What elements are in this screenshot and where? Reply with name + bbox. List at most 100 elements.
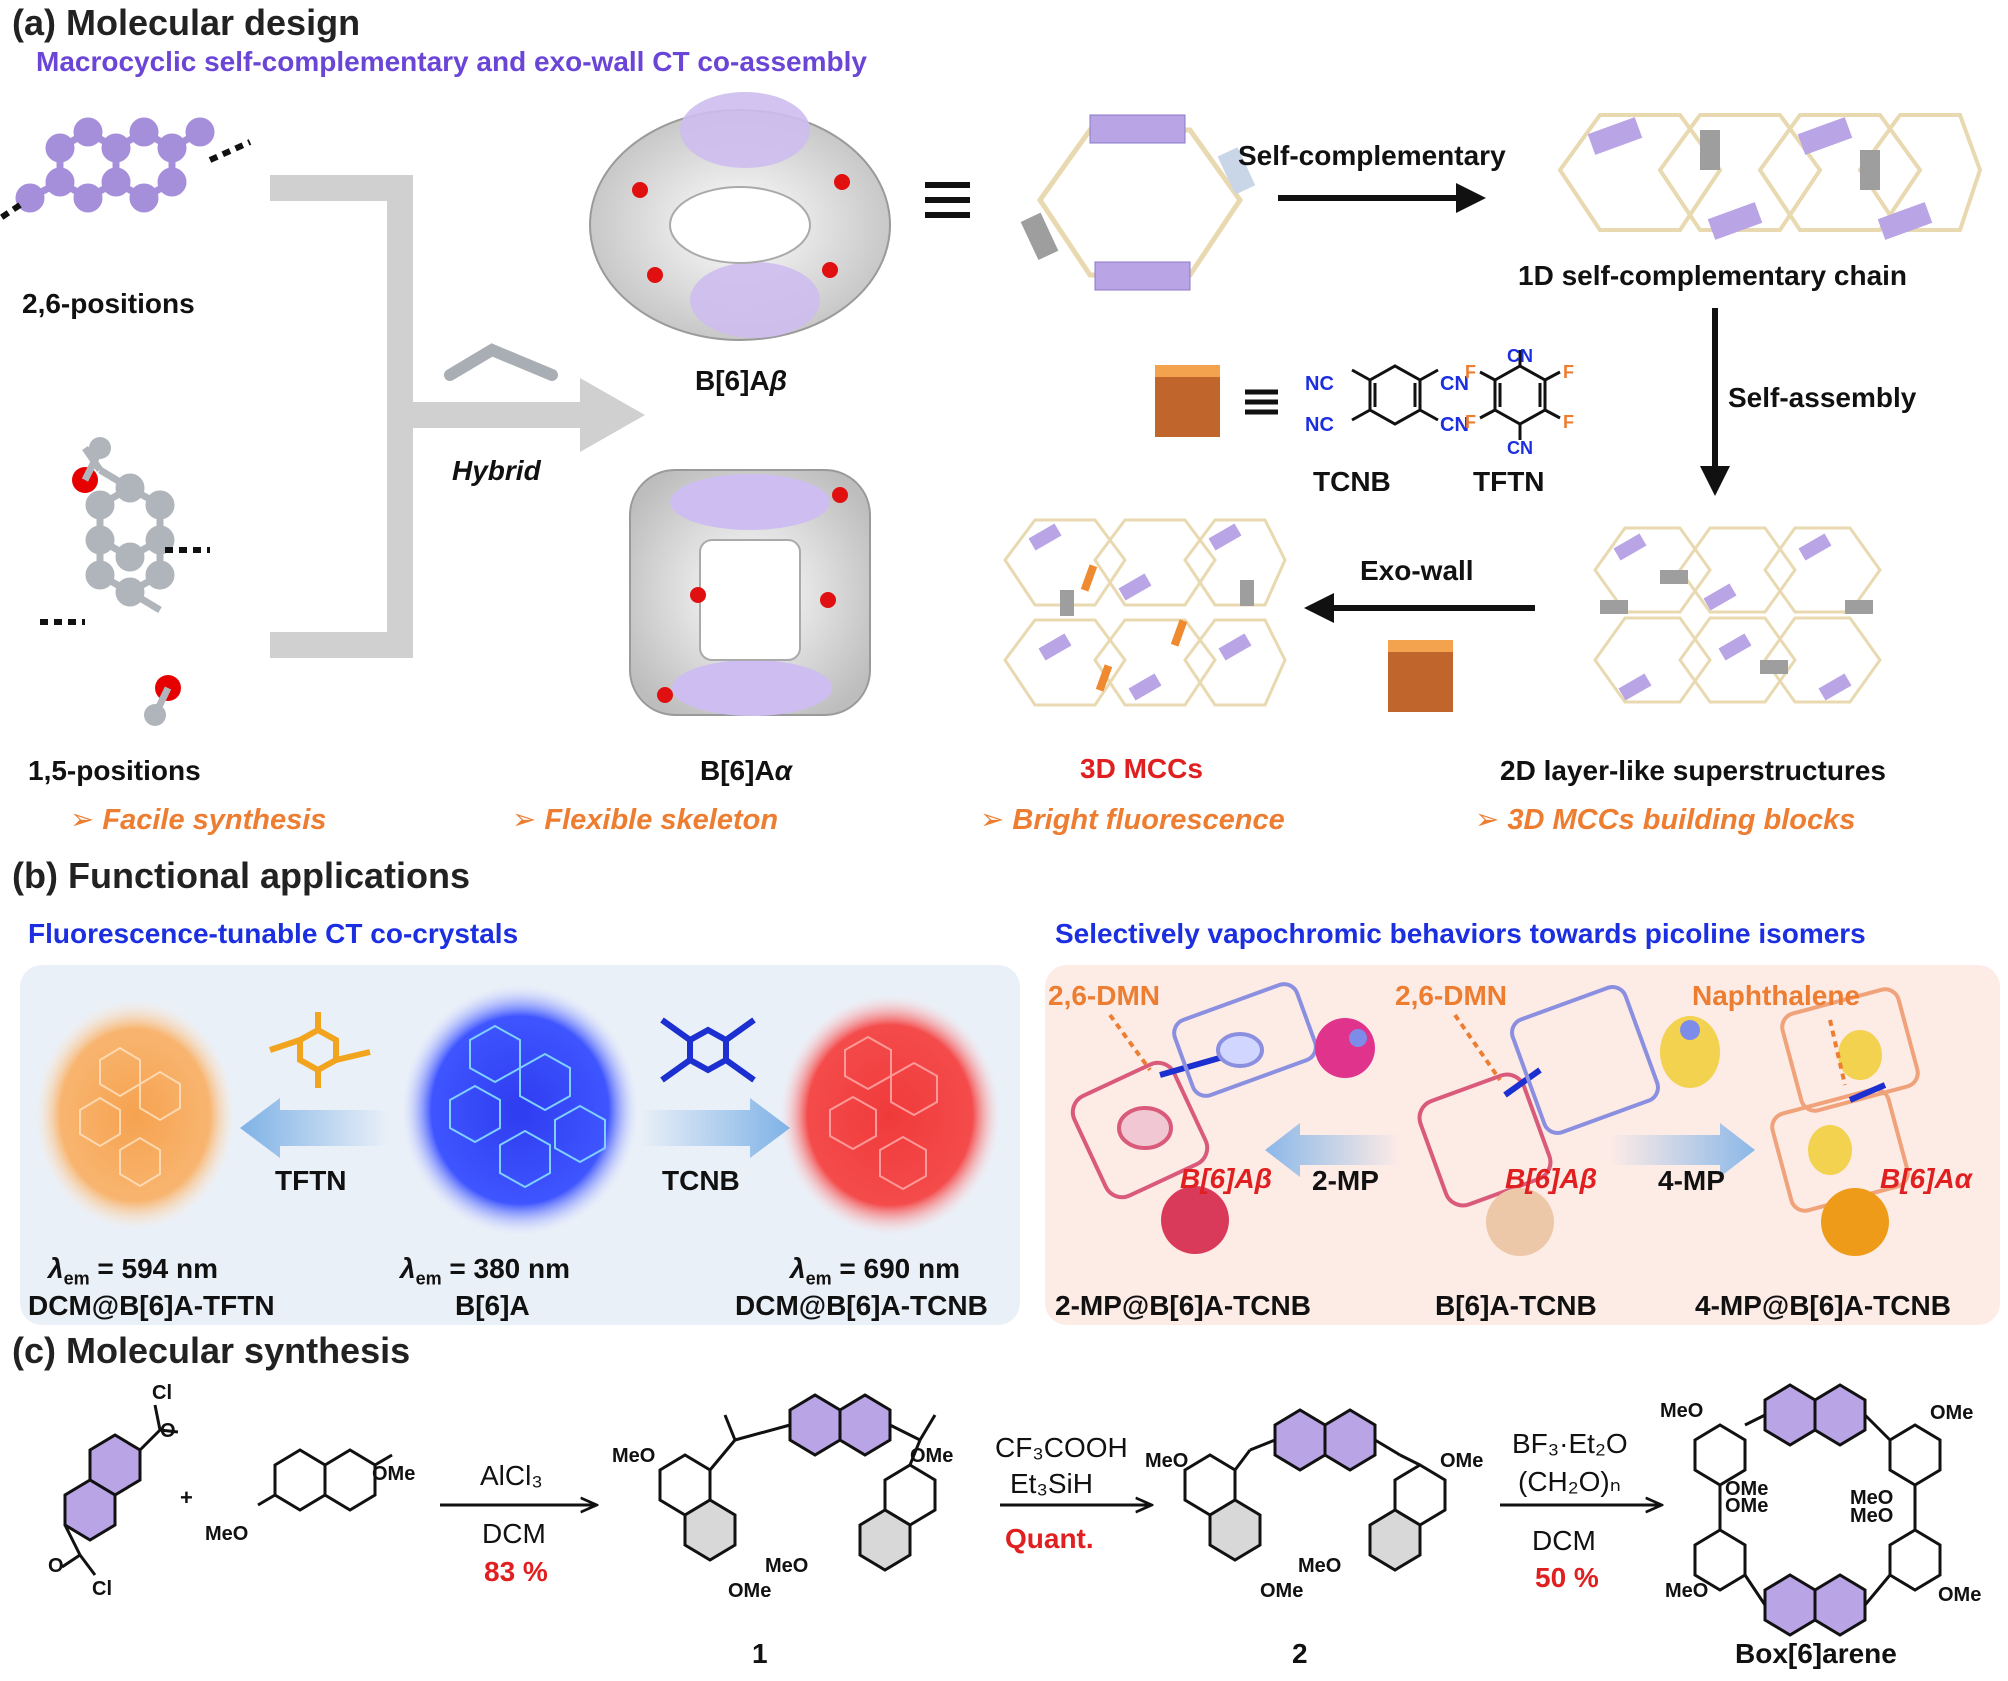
panel-b-right-title: Selectively vapochromic behaviors toward… [1055,918,1866,949]
label-b-tftn: TFTN [275,1165,347,1196]
label-naphthalene: Naphthalene [1692,980,1861,1011]
label-dcm-b6a-tcnb: DCM@B[6]A-TCNB [735,1290,988,1321]
label-self-assembly: Self-assembly [1728,382,1917,413]
mcc-3d-lattice [1003,518,1287,707]
feature-flexible-skeleton: ➢ Flexible skeleton [512,804,779,836]
label-b6a-beta: B[6]Aβ [695,365,788,396]
label-dmn-1: 2,6-DMN [1048,980,1161,1011]
hybrid-bracket-arrow [270,175,590,658]
tftn-f2: F [1563,362,1574,382]
label-b6a-beta-2: B[6]Aβ [1505,1163,1598,1194]
label-bf3: BF₃·Et₂O [1512,1428,1628,1459]
picoline-4mp-icon [1660,1016,1720,1088]
label-box-meo-4: MeO [1665,1580,1709,1602]
label-self-complementary: Self-complementary [1238,140,1506,171]
label-dcm-1: DCM [482,1518,546,1549]
b6a-beta-cage [589,92,891,341]
cage-2mp-complex [1070,1052,1231,1200]
label-b-tcnb: TCNB [662,1165,740,1196]
tftn-molecule-icon [269,1012,371,1088]
label-cf3cooh: CF₃COOH [995,1432,1128,1463]
compound-2-structure [1183,1408,1447,1572]
label-b6a-alpha: B[6]Aα [700,755,793,786]
acceptor-equiv [1245,389,1278,415]
layer-2d-lattice [1593,526,1882,704]
label-box6arene: Box[6]arene [1735,1638,1897,1669]
label-compound-1: 1 [752,1638,768,1669]
label-exo-wall: Exo-wall [1360,555,1474,586]
feature-bright-fluorescence: ➢ Bright fluorescence [980,804,1285,836]
panel-a-graphics [0,92,1983,726]
compound-1-structure [658,1393,937,1572]
tftn-structure [1479,350,1561,440]
powder-b6a-tcnb [1486,1188,1554,1256]
crystal-tcnb-red [780,995,1000,1235]
arrow-to-2mp [1265,1123,1400,1177]
arrow-to-4mp [1610,1123,1755,1177]
label-box-ome-2: OMe [1725,1478,1769,1500]
equivalence-sign [925,182,970,218]
label-yield-50: 50 % [1535,1562,1599,1593]
label-o-bottom: O [48,1555,64,1577]
label-ome-2a: OMe [1440,1450,1484,1472]
label-quant: Quant. [1005,1523,1094,1554]
label-26-positions: 2,6-positions [22,288,195,319]
naphthalene-15-model [82,446,175,614]
label-4mp: 4-MP [1658,1165,1725,1196]
label-compound-2: 2 [1292,1638,1308,1669]
label-box-meo-1: MeO [1660,1400,1704,1422]
panel-b-left-title: Fluorescence-tunable CT co-crystals [28,918,519,949]
powder-2mp [1161,1186,1229,1254]
label-b6a: B[6]A [455,1290,530,1321]
tftn-f4: F [1563,412,1574,432]
label-cl-top: Cl [152,1382,172,1404]
label-plus: + [180,1485,193,1510]
label-o-top: O [160,1420,176,1442]
label-box-ome-4: OMe [1938,1584,1982,1606]
label-ome-1a: OMe [910,1445,954,1467]
label-yield-83: 83 % [484,1556,548,1587]
label-tcnb: TCNB [1313,466,1391,497]
label-3d-mccs: 3D MCCs [1080,753,1203,784]
pointer-dmn1 [1108,1013,1152,1072]
panel-a-heading: (a) Molecular design [12,2,361,43]
label-b6a-alpha: B[6]Aα [1880,1163,1973,1194]
arrow-to-tftn [240,1098,390,1158]
tftn-f3: F [1465,412,1476,432]
tcnb-structure [1351,364,1439,426]
tftn-f1: F [1465,362,1476,382]
mcc-3d-blocks [1028,523,1254,701]
label-box-ome-3: OMe [1725,1495,1769,1517]
label-2d-layer: 2D layer-like superstructures [1500,755,1886,786]
ring-schematic [1020,114,1256,291]
label-box-meo-3: MeO [1850,1505,1894,1527]
label-meo-2b: MeO [1298,1555,1342,1577]
cage-tcnb-upper [1510,985,1660,1135]
label-meo-2a: MeO [1145,1450,1189,1472]
label-2mp: 2-MP [1312,1165,1379,1196]
lambda-690: λem = 690 nm [790,1253,961,1289]
tcnb-cn-bottom: CN [1440,414,1469,436]
panel-c-graphics [61,1383,1942,1637]
panel-b-heading: (b) Functional applications [12,855,470,896]
label-box-ome-1: OMe [1930,1402,1974,1424]
panel-b-graphics [35,982,1920,1256]
label-box-meo-2: MeO [1850,1487,1894,1509]
tcnb-molecule-icon [660,1017,756,1083]
label-dcm-3: DCM [1532,1525,1596,1556]
label-meo-dmn: MeO [205,1523,249,1545]
label-ome-1b: OMe [728,1580,772,1602]
label-hybrid: Hybrid [452,455,541,486]
lambda-380: λem = 380 nm [400,1253,571,1289]
crystal-tftn-orange [35,1000,235,1230]
naphthalene-26-model [15,117,215,213]
label-ome-dmn: OMe [372,1463,416,1485]
label-2mp-b6a-tcnb: 2-MP@B[6]A-TCNB [1055,1290,1311,1321]
tcnb-cn-top: CN [1440,373,1469,395]
tcnb-nc-top: NC [1305,373,1334,395]
label-15-positions: 1,5-positions [28,755,201,786]
label-b6a-beta-1: B[6]Aβ [1180,1163,1273,1194]
hybrid-arrowhead [580,378,645,452]
feature-3d-mccs-building-blocks: ➢ 3D MCCs building blocks [1475,804,1856,836]
box6arene-structure [1693,1383,1942,1637]
